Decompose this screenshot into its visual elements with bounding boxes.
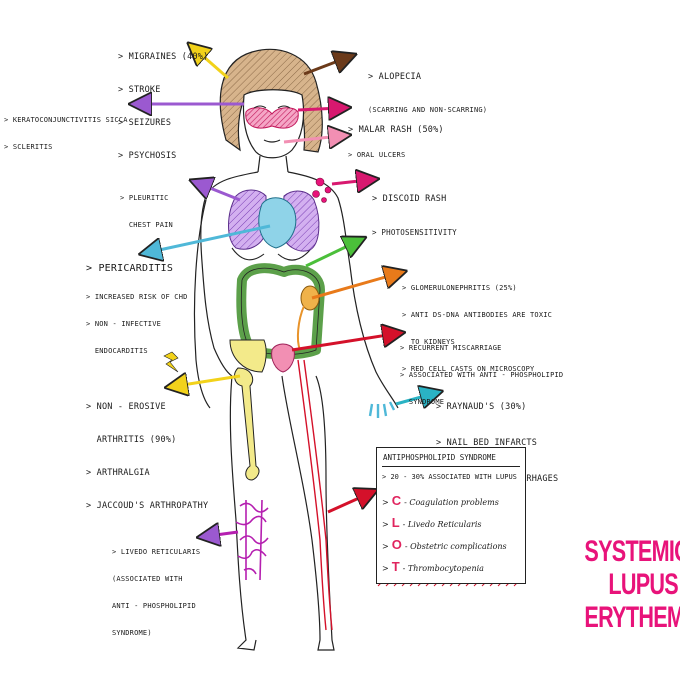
label-miscarriage: > RECURRENT MISCARRIAGE > ASSOCIATED WIT… bbox=[400, 344, 564, 406]
kidney bbox=[300, 285, 320, 311]
arrow-malar bbox=[297, 108, 340, 110]
aps-row-obstetric: >O- Obstetric complications bbox=[382, 537, 507, 552]
label-alopecia: > ALOPECIA (SCARRING AND NON-SCARRING) bbox=[368, 72, 488, 114]
lightning-icon bbox=[163, 351, 179, 373]
arrow-oral bbox=[283, 136, 340, 142]
arrow-miscarriage bbox=[291, 334, 394, 352]
arrow-aps bbox=[327, 494, 368, 514]
pelvis bbox=[229, 339, 267, 373]
label-pleuritic: > PLEURITIC CHEST PAIN bbox=[120, 194, 173, 229]
aps-row-livedo: >L- Livedo Reticularis bbox=[382, 515, 482, 530]
arrow-migraines bbox=[196, 50, 229, 80]
arrow-alopecia bbox=[303, 58, 346, 76]
body-outline bbox=[200, 171, 399, 651]
raynaud-hand bbox=[368, 401, 396, 418]
arrow-livedo bbox=[208, 532, 239, 536]
arrow-pleuritic bbox=[200, 184, 241, 202]
aps-box: ANTIPHOSPHOLIPID SYNDROME > 20 - 30% ASS… bbox=[376, 447, 526, 584]
aps-row-association: > 20 - 30% ASSOCIATED WITH LUPUS bbox=[382, 473, 517, 481]
label-livedo: > LIVEDO RETICULARIS (ASSOCIATED WITH AN… bbox=[112, 548, 201, 637]
discoid-spots bbox=[312, 177, 332, 203]
label-arthritis: > NON - EROSIVE ARTHRITIS (90%) > ARTHRA… bbox=[86, 402, 209, 511]
arrow-discoid bbox=[331, 180, 368, 184]
label-oral-ulcers: > ORAL ULCERS bbox=[348, 151, 406, 159]
arrow-glomerulo-green bbox=[305, 242, 356, 268]
arrow-arthritis bbox=[176, 376, 241, 386]
page-title: SYSTEMIC LUPUS ERYTHEMATOSUS bbox=[584, 535, 680, 634]
label-migraines: > MIGRAINES (40%) > STROKE > SEIZURES > … bbox=[118, 52, 209, 161]
arrow-raynaud bbox=[395, 394, 432, 404]
heart bbox=[258, 197, 297, 249]
livedo-pattern bbox=[235, 499, 269, 581]
aps-box-divider bbox=[382, 466, 520, 467]
malar-rash bbox=[245, 107, 299, 129]
arrow-glomerulo bbox=[311, 274, 396, 300]
uterus bbox=[271, 343, 295, 373]
aps-row-coagulation: >C- Coagulation problems bbox=[382, 493, 499, 508]
label-glomerulonephritis: > GLOMERULONEPHRITIS (25%) > ANTI DS-DNA… bbox=[402, 284, 553, 373]
label-pericarditis: > PERICARDITIS > INCREASED RISK OF CHD >… bbox=[86, 263, 188, 355]
aps-box-title: ANTIPHOSPHOLIPID SYNDROME bbox=[383, 453, 496, 462]
label-malar-rash: > MALAR RASH (50%) bbox=[348, 125, 444, 135]
femur bbox=[234, 367, 260, 481]
label-eyes: > KERATOCONJUNCTIVITIS SICCA > SCLERITIS bbox=[4, 116, 128, 151]
aps-row-thrombocytopenia: >T- Thrombocytopenia bbox=[382, 559, 484, 574]
label-discoid: > DISCOID RASH > PHOTOSENSITIVITY bbox=[372, 194, 457, 237]
arrow-pericarditis bbox=[150, 224, 271, 252]
